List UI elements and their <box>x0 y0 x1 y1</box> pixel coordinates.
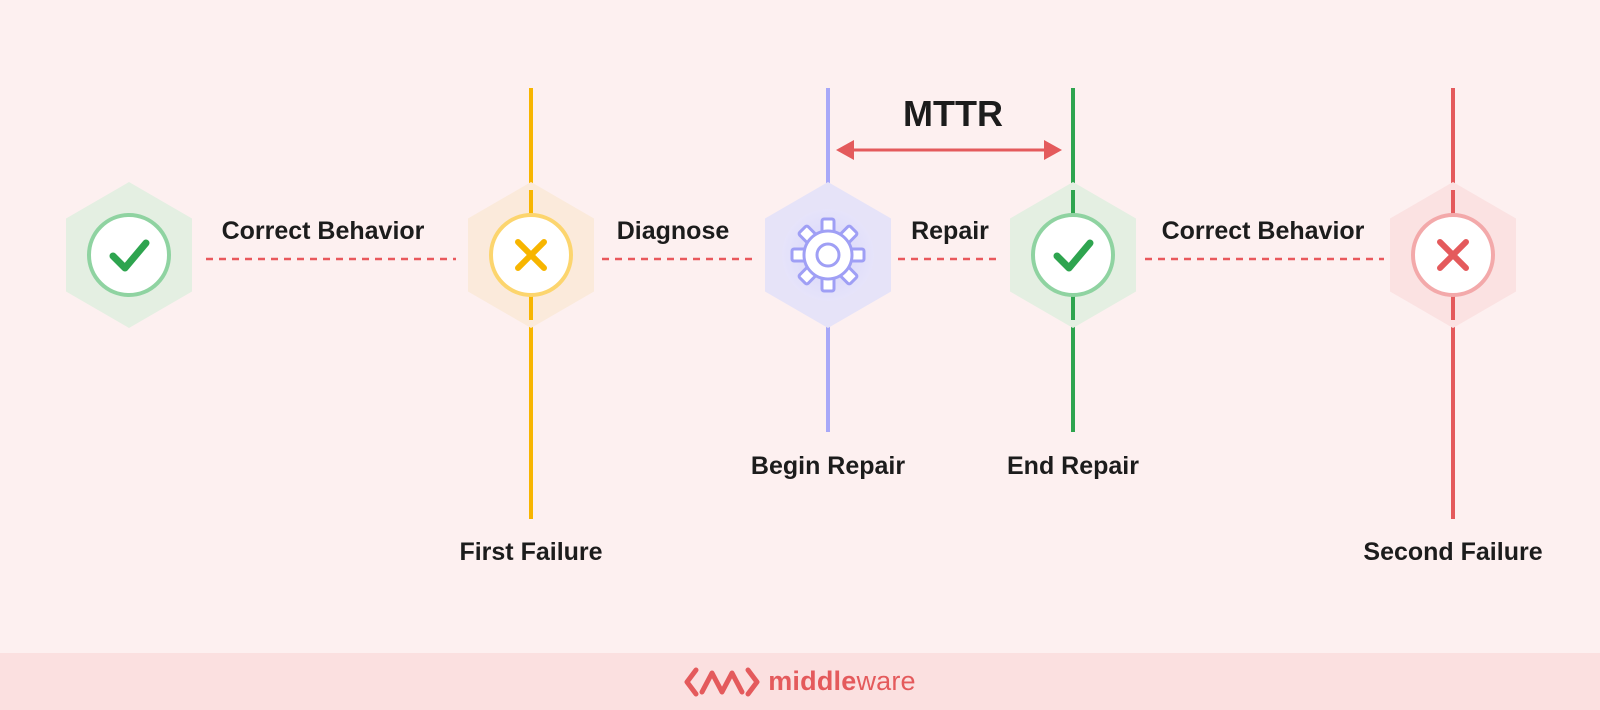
middleware-logo-icon <box>684 667 760 696</box>
x-icon <box>1437 239 1469 271</box>
footer: middleware <box>0 653 1600 710</box>
node-correct-start <box>66 182 192 328</box>
event-label-second-failure: Second Failure <box>1363 538 1542 566</box>
phase-label-diagnose: Diagnose <box>617 217 730 245</box>
logo-text-regular: ware <box>856 666 916 696</box>
phase-label-repair: Repair <box>911 217 989 245</box>
middleware-wordmark: middleware <box>768 666 916 697</box>
gear-icon <box>790 217 866 293</box>
middleware-logo: middleware <box>684 665 916 699</box>
node-first-failure <box>468 182 594 328</box>
mttr-arrow <box>836 140 1062 160</box>
check-icon <box>1053 239 1094 272</box>
event-label-begin-repair: Begin Repair <box>751 452 905 480</box>
phase-label-correct-behavior-1: Correct Behavior <box>222 217 425 245</box>
event-label-end-repair: End Repair <box>1007 452 1139 480</box>
node-end-repair <box>1010 182 1136 328</box>
mttr-diagram: MTTR Correct Behavior Diagnose Repair Co… <box>66 88 1543 566</box>
mttr-label: MTTR <box>903 93 1003 134</box>
x-icon <box>515 239 547 271</box>
event-label-first-failure: First Failure <box>459 538 602 566</box>
phase-label-correct-behavior-2: Correct Behavior <box>1162 217 1365 245</box>
node-begin-repair <box>765 182 891 328</box>
logo-text-bold: middle <box>768 666 857 696</box>
check-icon <box>109 239 150 272</box>
node-second-failure <box>1390 182 1516 328</box>
